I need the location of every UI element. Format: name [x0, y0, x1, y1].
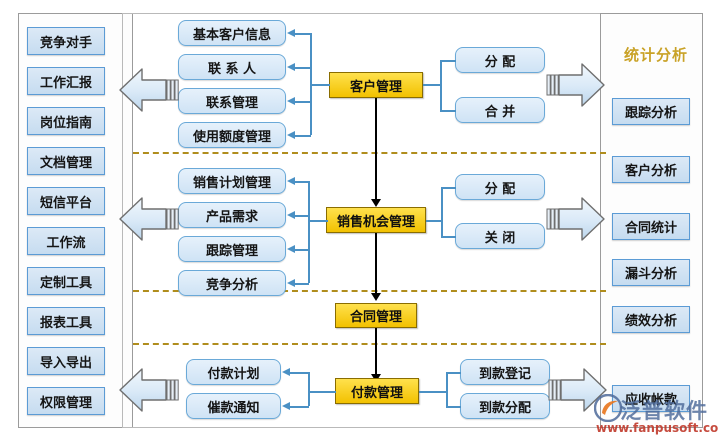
- connector-row3-right-trunk-v: [446, 372, 448, 406]
- sidebar-item-left-1[interactable]: 工作汇报: [27, 67, 105, 95]
- child-box-row3-right-1[interactable]: 到款分配: [460, 393, 550, 419]
- child-box-row1-right-0[interactable]: 分 配: [455, 174, 545, 200]
- right-block-arrow-row-3: [548, 364, 608, 416]
- connector-row3-left-trunk-h: [308, 391, 336, 393]
- arrowhead-row1-left-3: [287, 279, 295, 287]
- child-box-row1-left-0[interactable]: 销售计划管理: [178, 168, 286, 194]
- sidebar-item-left-8[interactable]: 导入导出: [27, 347, 105, 375]
- connector-row1-right-branch-0: [441, 187, 456, 189]
- left-block-arrow-row-1: [118, 193, 180, 245]
- sidebar-item-right-4[interactable]: 绩效分析: [612, 306, 690, 333]
- connector-row3-left-branch-1: [290, 406, 309, 408]
- child-box-row0-left-2[interactable]: 联系管理: [178, 88, 286, 114]
- child-box-row3-left-0[interactable]: 付款计划: [186, 359, 281, 385]
- sidebar-item-right-1[interactable]: 客户分析: [612, 156, 690, 183]
- child-box-row0-right-1[interactable]: 合 并: [455, 97, 545, 123]
- connector-row0-right-branch-0: [440, 60, 456, 62]
- connector-row1-right-branch-1: [441, 236, 456, 238]
- arrowhead-row0-left-3: [287, 131, 295, 139]
- arrowhead-row0-left-2: [287, 97, 295, 105]
- child-box-row1-left-3[interactable]: 竞争分析: [178, 270, 286, 296]
- connector-row3-right-branch-0: [446, 372, 461, 374]
- connector-row0-left-branch-0: [295, 33, 311, 35]
- connector-row0-left-branch-1: [295, 67, 311, 69]
- arrowhead-row1-left-0: [287, 177, 295, 185]
- sidebar-item-right-2[interactable]: 合同统计: [612, 213, 690, 240]
- flow-arrowhead-0-to-1: [371, 199, 381, 207]
- connector-row1-left-trunk-v: [308, 181, 310, 283]
- hub-box-row-0[interactable]: 客户管理: [329, 72, 423, 98]
- hub-box-row-2[interactable]: 合同管理: [335, 303, 417, 328]
- flow-line-0-to-1: [375, 98, 377, 201]
- child-box-row3-right-0[interactable]: 到款登记: [460, 359, 550, 385]
- sidebar-item-left-4[interactable]: 短信平台: [27, 187, 105, 215]
- connector-row1-left-branch-3: [295, 283, 309, 285]
- sidebar-item-left-6[interactable]: 定制工具: [27, 267, 105, 295]
- center-panel-frame: [122, 13, 606, 428]
- connector-row1-left-branch-0: [295, 181, 309, 183]
- arrowhead-row0-left-1: [287, 63, 295, 71]
- sidebar-item-left-9[interactable]: 权限管理: [27, 387, 105, 415]
- connector-row0-right-trunk-v: [440, 60, 442, 110]
- flow-arrowhead-1-to-2: [371, 293, 381, 301]
- child-box-row0-right-0[interactable]: 分 配: [455, 47, 545, 73]
- connector-row1-right-trunk-h: [426, 220, 442, 222]
- sidebar-item-right-3[interactable]: 漏斗分析: [612, 259, 690, 286]
- right-panel-title: 统计分析: [623, 46, 688, 64]
- child-box-row0-left-3[interactable]: 使用额度管理: [178, 122, 286, 148]
- connector-row3-right-branch-1: [446, 406, 461, 408]
- arrowhead-row1-left-2: [287, 245, 295, 253]
- right-block-arrow-row-0: [546, 59, 606, 111]
- child-box-row0-left-0[interactable]: 基本客户信息: [178, 20, 286, 46]
- child-box-row1-left-1[interactable]: 产品需求: [178, 202, 286, 228]
- connector-row1-right-trunk-v: [441, 187, 443, 236]
- sidebar-item-right-5[interactable]: 应收帐款: [612, 385, 690, 412]
- connector-row1-left-branch-2: [295, 249, 309, 251]
- connector-row1-left-branch-1: [295, 215, 309, 217]
- left-block-arrow-row-0: [118, 64, 180, 116]
- arrowhead-row0-left-0: [287, 29, 295, 37]
- row-divider-1: [133, 152, 606, 154]
- connector-row0-left-branch-3: [295, 135, 311, 137]
- row-divider-3: [133, 343, 606, 345]
- sidebar-item-left-7[interactable]: 报表工具: [27, 307, 105, 335]
- connector-row3-left-branch-0: [290, 372, 309, 374]
- row-divider-2: [133, 290, 606, 292]
- child-box-row0-left-1[interactable]: 联 系 人: [178, 54, 286, 80]
- sidebar-item-left-2[interactable]: 岗位指南: [27, 107, 105, 135]
- sidebar-item-left-3[interactable]: 文档管理: [27, 147, 105, 175]
- connector-row3-right-trunk-h: [419, 391, 447, 393]
- arrowhead-row1-left-1: [287, 211, 295, 219]
- connector-row0-right-branch-1: [440, 110, 456, 112]
- hub-box-row-3[interactable]: 付款管理: [335, 378, 419, 404]
- connector-row0-right-trunk-h: [423, 84, 441, 86]
- right-block-arrow-row-1: [546, 193, 606, 245]
- hub-box-row-1[interactable]: 销售机会管理: [326, 207, 426, 233]
- connector-row1-left-trunk-h: [308, 220, 328, 222]
- connector-row0-left-branch-2: [295, 101, 311, 103]
- arrowhead-row3-left-1: [282, 402, 290, 410]
- arrowhead-row3-left-0: [282, 368, 290, 376]
- child-box-row3-left-1[interactable]: 催款通知: [186, 393, 281, 419]
- child-box-row1-right-1[interactable]: 关 闭: [455, 223, 545, 249]
- left-block-arrow-row-3: [118, 364, 180, 416]
- connector-row3-left-trunk-v: [308, 372, 310, 406]
- connector-row0-left-trunk-h: [310, 84, 330, 86]
- sidebar-item-right-0[interactable]: 跟踪分析: [612, 98, 690, 125]
- flow-line-2-to-3: [375, 328, 377, 376]
- sidebar-item-left-5[interactable]: 工作流: [27, 227, 105, 255]
- child-box-row1-left-2[interactable]: 跟踪管理: [178, 236, 286, 262]
- sidebar-item-left-0[interactable]: 竞争对手: [27, 27, 105, 55]
- flow-line-1-to-2: [375, 233, 377, 295]
- connector-row0-left-trunk-v: [310, 33, 312, 135]
